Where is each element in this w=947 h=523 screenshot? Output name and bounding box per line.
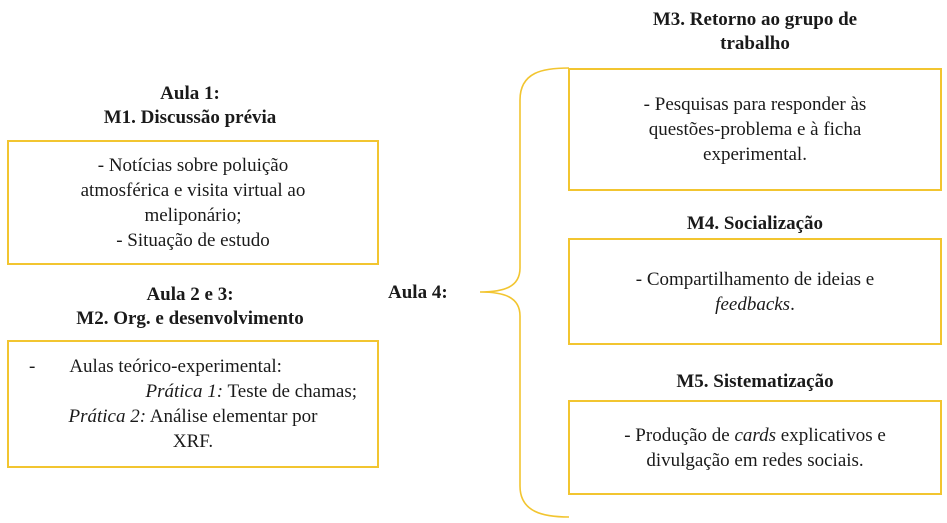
m1-heading-aula: Aula 1: xyxy=(160,83,220,104)
m4-heading: M4. Socialização xyxy=(686,213,824,234)
m4-line-2: feedbacks. xyxy=(578,292,932,317)
m1-line: - Notícias sobre poluição xyxy=(97,154,289,176)
m2-pratica2: Prática 2: xyxy=(68,406,147,427)
m3-box: - Pesquisas para responder às questões-p… xyxy=(568,68,942,191)
m1-line: atmosférica e visita virtual ao xyxy=(80,179,306,201)
m2-line3-text: Análise elementar por xyxy=(146,406,318,427)
m4-line2-tail: . xyxy=(790,293,795,315)
m3-line: questões-problema e à ficha xyxy=(648,119,862,140)
m2-box: - Aulas teórico-experimental: Prática 1: … xyxy=(7,340,379,468)
m4-box: - Compartilhamento de ideias e feedbacks… xyxy=(568,238,942,345)
m5-line1-pre: - Produção de xyxy=(624,424,735,446)
m2-line-3: Prática 2: Análise elementar por xyxy=(29,404,357,429)
m3-heading-line1: M3. Retorno ao grupo de xyxy=(652,9,858,30)
m5-line1-post: explicativos e xyxy=(776,424,886,446)
m2-pratica1: Prática 1: xyxy=(145,381,224,402)
m5-cards: cards xyxy=(734,424,777,446)
m2-dash: - xyxy=(29,356,36,377)
m2-line-4: XRF. xyxy=(172,431,214,452)
m2-line-1: - Aulas teórico-experimental: xyxy=(29,354,357,379)
m5-box: - Produção de cards explicativos e divul… xyxy=(568,400,942,495)
m2-heading: Aula 2 e 3: M2. Org. e desenvolvimento xyxy=(20,283,360,331)
m2-line2-text: Teste de chamas; xyxy=(223,381,357,402)
m1-line: - Situação de estudo xyxy=(116,229,270,251)
m3-line: experimental. xyxy=(703,144,807,165)
m1-heading: Aula 1: M1. Discussão prévia xyxy=(40,82,340,130)
m1-line: meliponário; xyxy=(144,204,242,226)
aula4-label: Aula 4: xyxy=(388,282,448,303)
m3-heading-line2: trabalho xyxy=(720,33,790,54)
m1-box: - Notícias sobre poluição atmosférica e … xyxy=(7,140,379,265)
m3-line: - Pesquisas para responder às xyxy=(643,94,867,115)
m2-line1-text: Aulas teórico-experimental: xyxy=(69,356,282,377)
m4-line-1: - Compartilhamento de ideias e xyxy=(635,268,875,290)
m1-heading-title: M1. Discussão prévia xyxy=(103,107,277,128)
m5-line-1: - Produção de cards explicativos e xyxy=(578,423,932,448)
m5-heading: M5. Sistematização xyxy=(676,371,834,392)
m2-line-2: Prática 1: Teste de chamas; xyxy=(29,379,358,404)
m4-feedbacks: feedbacks xyxy=(715,293,791,315)
m5-line-2: divulgação em redes sociais. xyxy=(646,449,864,471)
m2-heading-title: M2. Org. e desenvolvimento xyxy=(76,308,304,329)
m3-heading: M3. Retorno ao grupo de trabalho xyxy=(590,8,920,56)
m2-heading-aula: Aula 2 e 3: xyxy=(146,284,234,305)
